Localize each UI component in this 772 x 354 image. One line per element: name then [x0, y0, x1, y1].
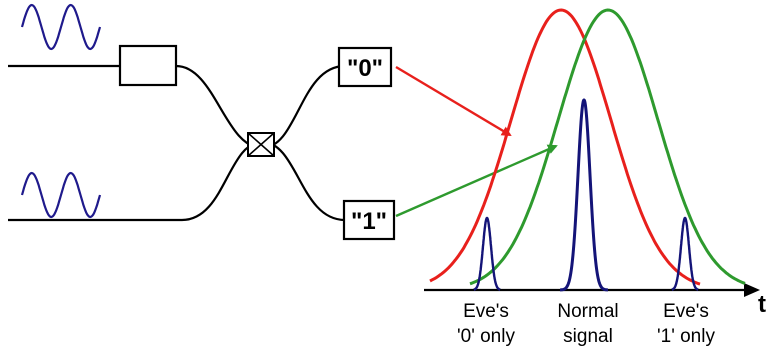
detector-zero: "0" — [337, 46, 393, 88]
fiber-bottom — [8, 140, 346, 222]
phase-modulator-box — [118, 44, 178, 87]
pulse-eve-zero — [473, 216, 501, 291]
time-axis-label: t — [758, 291, 766, 318]
label-normal-line2: signal — [563, 326, 613, 347]
pulse-normal-signal — [560, 98, 608, 292]
label-eve-zero-line2: '0' only — [457, 326, 515, 347]
curve-detector-zero — [429, 8, 701, 286]
detector-one: "1" — [342, 199, 396, 241]
label-eve-zero-line1: Eve's — [463, 301, 509, 322]
beam-splitter-coupler — [247, 132, 275, 157]
fiber-paths — [8, 64, 346, 222]
time-axis-arrowhead — [744, 283, 760, 297]
detector-one-label: "1" — [351, 208, 387, 235]
arrow-zero-to-red — [395, 65, 512, 137]
label-eve-one-line1: Eve's — [663, 301, 709, 322]
input-wave-bottom — [20, 171, 102, 219]
input-wave-top — [20, 3, 102, 51]
detector-zero-label: "0" — [347, 55, 383, 82]
label-eve-one-line2: '1' only — [657, 326, 715, 347]
curve-detector-one — [469, 8, 746, 286]
pulse-eve-one — [671, 216, 699, 291]
arrow-one-to-green — [395, 144, 558, 218]
label-normal-line1: Normal — [557, 301, 618, 322]
